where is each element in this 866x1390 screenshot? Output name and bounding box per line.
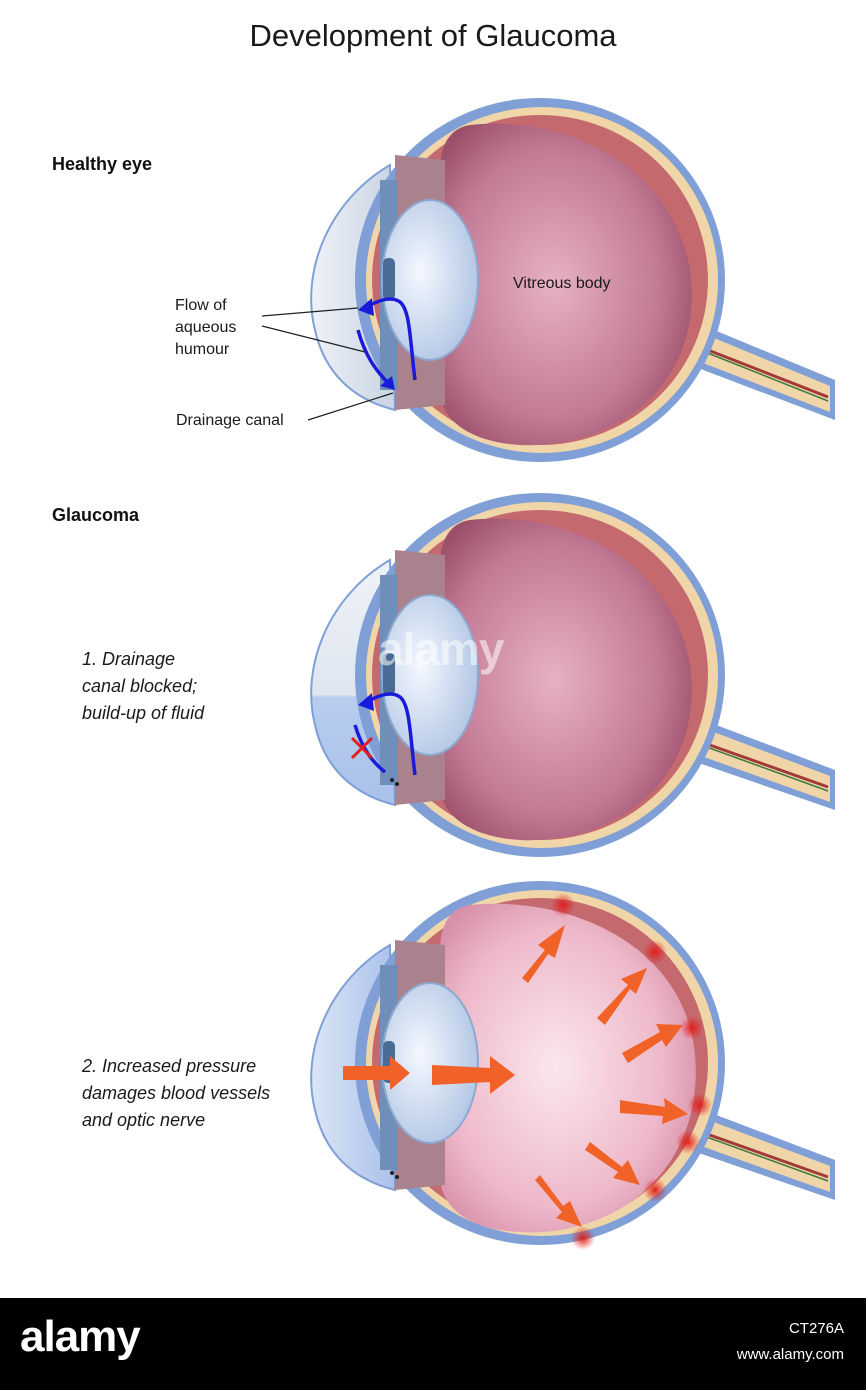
step1-line-1: 1. Drainage [82,649,176,669]
vitreous-body-shape [440,518,692,841]
glaucoma-eye-pressure-illustration [310,881,835,1250]
footer-logo: alamy [20,1312,141,1361]
pupil-ring [383,653,395,695]
optic-nerve [689,1105,835,1200]
page-title: Development of Glaucoma [249,18,617,53]
lens [381,982,479,1144]
section-heading-healthy: Healthy eye [52,154,153,174]
pressure-arrows [343,925,688,1227]
footer-bar: alamy CT276A www.alamy.com [0,1298,866,1390]
step2-line-2: damages blood vessels [82,1083,271,1103]
section-heading-glaucoma: Glaucoma [52,505,140,525]
footer-image-id: CT276A [788,1320,844,1337]
label-flow-aqueous-humour: Flow of aqueous humour [175,295,265,361]
step1-line-3: build-up of fluid [82,703,205,723]
aqueous-flow-arrows [356,297,417,387]
glaucoma-eye-blocked-illustration [310,493,835,857]
step2-line-1: 2. Increased pressure [82,1056,257,1076]
footer-url: www.alamy.com [736,1346,844,1363]
optic-nerve [689,715,835,810]
step1-line-2: canal blocked; [82,676,198,696]
damage-hotspots [551,893,712,1250]
vitreous-body-shape [440,123,692,446]
step1-caption: 1. Drainage canal blocked; build-up of f… [82,646,204,727]
optic-nerve [689,320,835,420]
lens [381,199,479,361]
healthy-eye-illustration [261,98,835,462]
step2-caption: 2. Increased pressure damages blood vess… [82,1053,270,1134]
label-flow-line-2: aqueous [175,319,237,336]
label-flow-line-1: Flow of [175,297,227,314]
label-flow-line-3: humour [175,341,230,358]
step2-line-3: and optic nerve [82,1110,206,1130]
label-vitreous-body: Vitreous body [513,275,611,292]
watermark-text: alamy [378,623,504,675]
label-drainage-canal: Drainage canal [176,412,284,429]
pupil-ring [383,258,395,300]
lens [381,594,479,756]
blocked-drainage-mark [350,736,374,760]
